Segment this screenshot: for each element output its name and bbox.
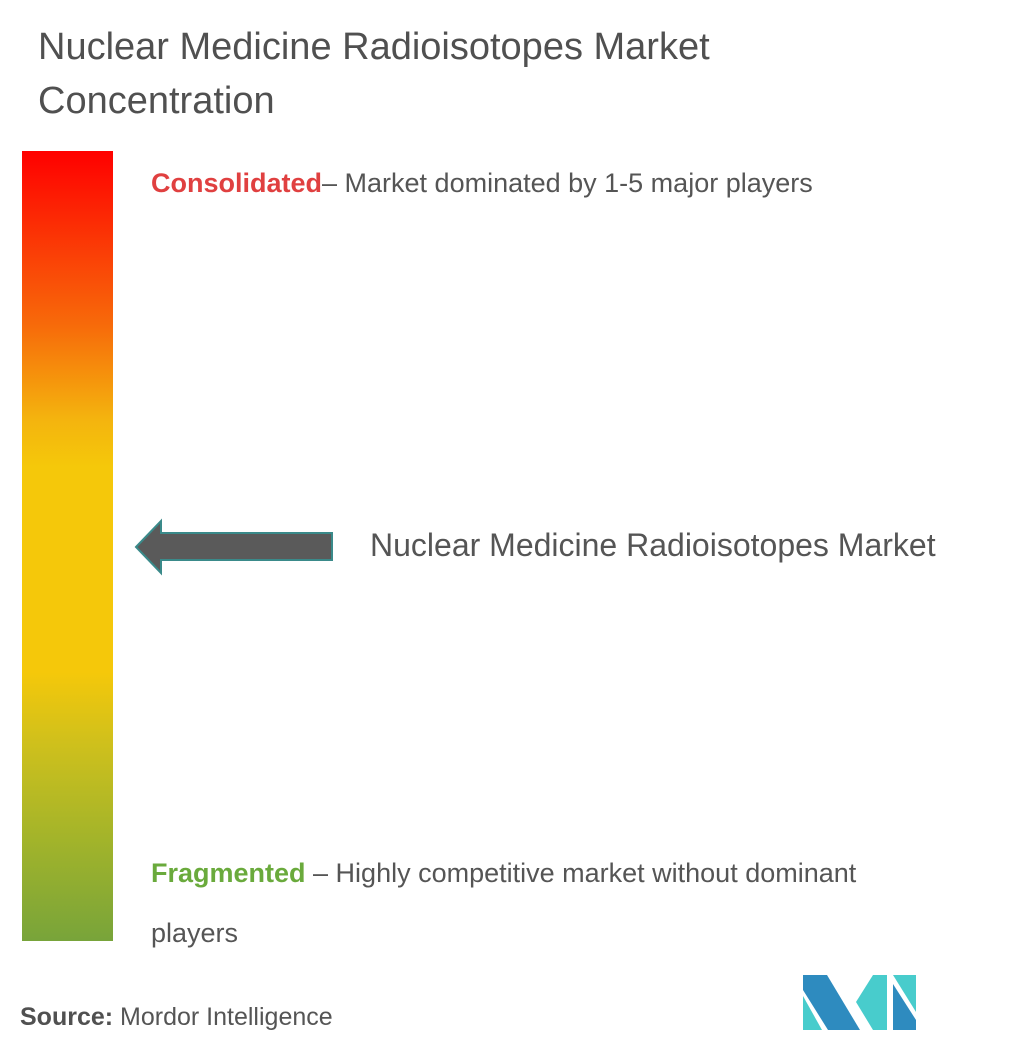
market-marker-label: Nuclear Medicine Radioisotopes Market (370, 527, 936, 563)
source-value: Mordor Intelligence (113, 1003, 333, 1031)
source-line: Source: Mordor Intelligence (20, 1003, 333, 1032)
source-label: Source: (20, 1003, 114, 1031)
consolidated-key: Consolidated (151, 168, 323, 198)
fragmented-key: Fragmented (151, 858, 306, 888)
page-title: Nuclear Medicine Radioisotopes Market Co… (38, 26, 710, 122)
consolidated-description: – Market dominated by 1-5 major players (322, 168, 813, 198)
concentration-gradient-bar (22, 151, 113, 941)
left-arrow-icon (134, 518, 333, 576)
fragmented-description: – Highly competitive market without domi… (151, 858, 857, 948)
mordor-intelligence-logo (803, 975, 916, 1030)
consolidated-label: Consolidated– Market dominated by 1-5 ma… (151, 168, 813, 199)
fragmented-label: Fragmented – Highly competitive market w… (151, 843, 911, 963)
